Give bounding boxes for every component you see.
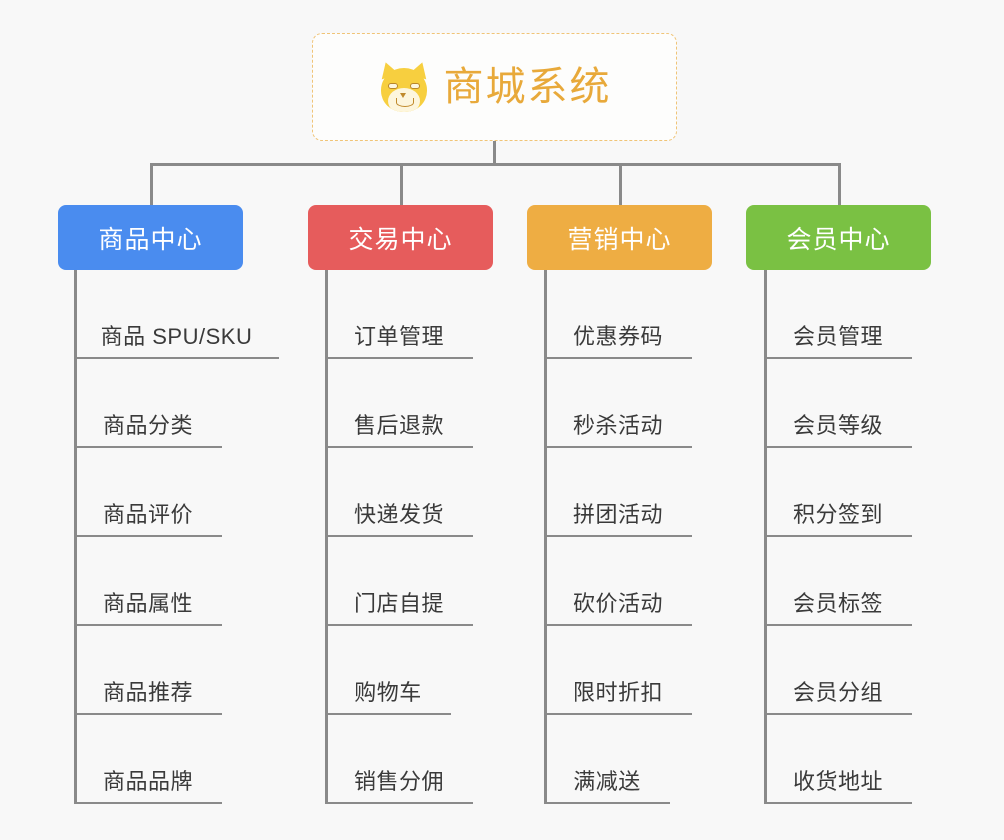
leaf-label: 快递发货 — [353, 502, 444, 527]
leaf-label: 商品 SPU/SKU — [100, 324, 253, 349]
leaf-item[interactable]: 购物车 — [325, 626, 451, 715]
leaf-label: 收货地址 — [792, 769, 883, 794]
leaf-label: 商品推荐 — [102, 680, 193, 705]
column-spine — [74, 270, 77, 804]
category-box-trade[interactable]: 交易中心 — [308, 205, 493, 270]
leaf-item[interactable]: 销售分佣 — [325, 715, 473, 804]
root-node[interactable]: 商城系统 — [312, 33, 677, 141]
leaf-label: 优惠券码 — [572, 324, 663, 349]
leaf-item[interactable]: 商品品牌 — [74, 715, 222, 804]
leaf-label: 商品属性 — [102, 591, 193, 616]
leaf-item[interactable]: 会员等级 — [764, 359, 912, 448]
leaf-item[interactable]: 商品分类 — [74, 359, 222, 448]
leaf-item[interactable]: 秒杀活动 — [544, 359, 692, 448]
leaf-item[interactable]: 订单管理 — [325, 270, 473, 359]
category-box-member[interactable]: 会员中心 — [746, 205, 931, 270]
leaf-item[interactable]: 会员分组 — [764, 626, 912, 715]
leaf-item[interactable]: 会员标签 — [764, 537, 912, 626]
leaf-label: 门店自提 — [353, 591, 444, 616]
leaf-item[interactable]: 快递发货 — [325, 448, 473, 537]
leaf-label: 砍价活动 — [572, 591, 663, 616]
category-label: 营销中心 — [567, 225, 672, 254]
leaf-item[interactable]: 商品 SPU/SKU — [74, 270, 279, 359]
leaf-item[interactable]: 限时折扣 — [544, 626, 692, 715]
leaf-label: 会员管理 — [792, 324, 883, 349]
leaf-label: 售后退款 — [353, 413, 444, 438]
connector-drop-2 — [400, 163, 403, 207]
connector-bus — [150, 163, 840, 166]
shiba-dog-icon — [376, 59, 431, 113]
leaf-item[interactable]: 商品评价 — [74, 448, 222, 537]
leaf-label: 会员等级 — [792, 413, 883, 438]
leaf-label: 会员标签 — [792, 591, 883, 616]
leaf-label: 拼团活动 — [572, 502, 663, 527]
leaf-item[interactable]: 售后退款 — [325, 359, 473, 448]
leaf-item[interactable]: 收货地址 — [764, 715, 912, 804]
leaf-item[interactable]: 砍价活动 — [544, 537, 692, 626]
leaf-item[interactable]: 积分签到 — [764, 448, 912, 537]
leaf-label: 秒杀活动 — [572, 413, 663, 438]
leaf-item[interactable]: 拼团活动 — [544, 448, 692, 537]
leaf-label: 商品品牌 — [102, 769, 193, 794]
category-label: 会员中心 — [786, 225, 891, 254]
leaf-label: 订单管理 — [353, 324, 444, 349]
connector-drop-4 — [838, 163, 841, 207]
column-spine — [544, 270, 547, 804]
leaf-label: 购物车 — [354, 680, 422, 705]
connector-drop-3 — [619, 163, 622, 207]
leaf-item[interactable]: 满减送 — [544, 715, 670, 804]
leaf-item[interactable]: 门店自提 — [325, 537, 473, 626]
leaf-label: 会员分组 — [792, 680, 883, 705]
root-title: 商城系统 — [443, 65, 612, 109]
leaf-item[interactable]: 优惠券码 — [544, 270, 692, 359]
column-spine — [325, 270, 328, 804]
leaf-item[interactable]: 商品推荐 — [74, 626, 222, 715]
connector-root-stub — [493, 141, 496, 165]
column-spine — [764, 270, 767, 804]
leaf-label: 销售分佣 — [353, 769, 444, 794]
leaf-label: 限时折扣 — [572, 680, 663, 705]
category-label: 商品中心 — [98, 225, 203, 254]
leaf-item[interactable]: 商品属性 — [74, 537, 222, 626]
leaf-item[interactable]: 会员管理 — [764, 270, 912, 359]
category-box-marketing[interactable]: 营销中心 — [527, 205, 712, 270]
leaf-label: 积分签到 — [792, 502, 883, 527]
category-label: 交易中心 — [348, 225, 453, 254]
leaf-label: 满减送 — [573, 769, 641, 794]
leaf-label: 商品分类 — [102, 413, 193, 438]
category-box-product[interactable]: 商品中心 — [58, 205, 243, 270]
leaf-label: 商品评价 — [102, 502, 193, 527]
connector-drop-1 — [150, 163, 153, 207]
